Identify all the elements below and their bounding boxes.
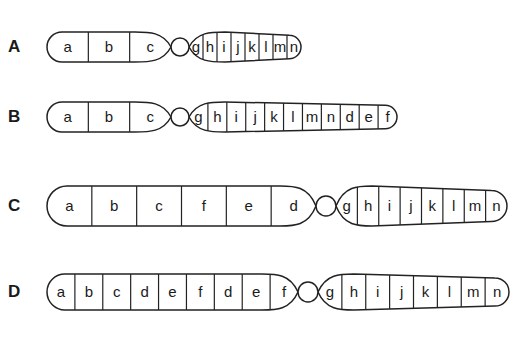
band-letter: c [147,109,155,124]
band-letter: l [452,198,455,213]
row-letter: B [8,107,20,127]
band-letter: c [147,39,155,54]
band-letter: f [198,284,202,299]
row-letter: C [8,196,20,216]
band-letter: i [222,39,225,54]
band-letter: j [254,109,257,124]
band-letter: n [493,284,501,299]
chromosome: a b c d e f d e f g h i j k l mn [46,272,510,312]
band-letter: e [364,109,372,124]
band-letter: i [376,284,379,299]
band-letter: m [467,284,480,299]
band-letter: b [110,198,118,213]
band-letter: m [274,39,287,54]
band-letter: i [388,198,391,213]
band-letter: e [245,198,253,213]
band-letter: f [282,284,286,299]
band-letter: f [202,198,206,213]
band-letter: c [113,284,121,299]
band-letter: a [63,109,71,124]
band-letter: g [192,39,200,54]
band-letter: n [290,39,298,54]
band-letter: k [270,109,278,124]
band-letter: c [155,198,163,213]
band-letter: e [168,284,176,299]
band-letter: b [105,109,113,124]
band-letter: d [289,198,297,213]
row-letter: D [8,282,20,302]
band-letter: h [350,284,358,299]
band-letter: l [264,39,267,54]
band-letter: b [105,39,113,54]
band-letter: b [85,284,93,299]
band-letter: a [65,198,73,213]
band-letter: k [248,39,256,54]
band-letter: j [409,198,412,213]
band-letter: h [213,109,221,124]
band-letter: h [364,198,372,213]
band-letter: a [57,284,65,299]
band-letter: l [448,284,451,299]
band-letter: j [400,284,403,299]
band-letter: g [194,109,202,124]
chromosome-outline [46,30,302,64]
band-letter: d [346,109,354,124]
band-letter: f [385,109,389,124]
band-letter: d [140,284,148,299]
band-letter: n [492,198,500,213]
chromosome-outline [46,100,398,134]
chromosome: a b c ghi jklmndef [46,100,398,134]
band-letter: n [327,109,335,124]
band-letter: h [206,39,214,54]
chromosome: a b c f e d gh i j k lmn [46,184,508,228]
band-letter: g [326,284,334,299]
band-letter: k [422,284,430,299]
chromosome: a b c ghijklmn [46,30,302,64]
band-letter: k [428,198,436,213]
band-letter: l [291,109,294,124]
band-letter: e [252,284,260,299]
band-letter: j [236,39,239,54]
row-letter: A [8,37,20,57]
band-letter: i [235,109,238,124]
band-letter: d [224,284,232,299]
band-letter: m [306,109,319,124]
band-letter: a [63,39,71,54]
band-letter: g [343,198,351,213]
band-letter: m [469,198,482,213]
